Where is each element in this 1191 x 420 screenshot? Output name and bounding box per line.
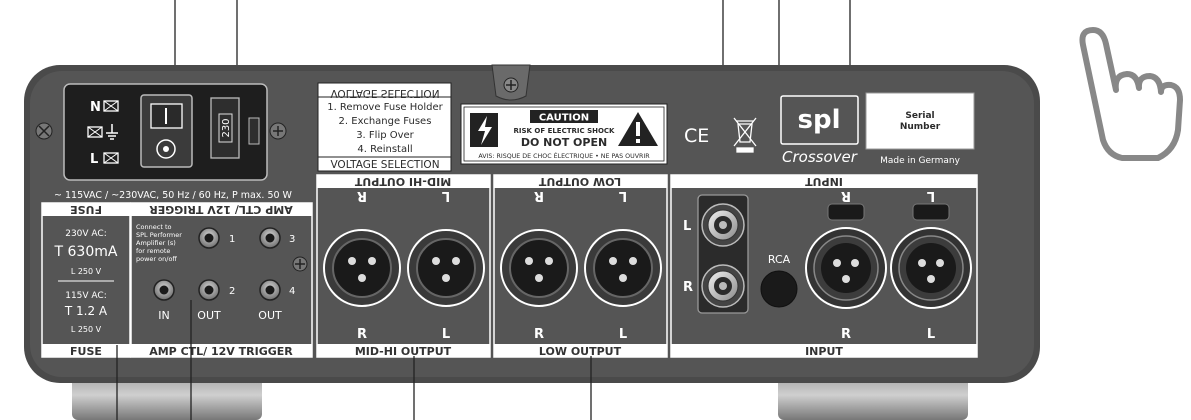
trigger-in-label: IN <box>158 309 169 322</box>
input-header: INPUT <box>805 175 843 188</box>
trigger-jack-4-number: 4 <box>289 286 295 297</box>
fuse-115-rating: T 1.2 A <box>64 304 108 318</box>
trigger-jack-1-number: 1 <box>229 234 235 245</box>
made-in-germany: Made in Germany <box>880 156 960 166</box>
callout-lines-bottom <box>116 300 592 420</box>
trigger-note-2: SPL Performer <box>136 231 182 239</box>
serial-number-plate <box>865 92 975 150</box>
fuse-230-voltage-limit: L 250 V <box>71 267 102 276</box>
rca-l-label: L <box>683 219 691 234</box>
input-section: INPUT L R RCA R L <box>670 174 978 358</box>
fuse-header: FUSE <box>70 203 102 216</box>
input-bottom-r: R <box>841 327 851 342</box>
trigger-out-label-1: OUT <box>197 309 221 322</box>
rca-jack-l[interactable] <box>701 203 745 247</box>
trigger-section: AMP CTL/ 12V TRIGGER Connect to SPL Perf… <box>130 202 313 358</box>
brand-logo: spl <box>798 105 841 135</box>
serial-line1: Serial <box>905 111 934 121</box>
exclamation-warning-icon <box>618 112 658 146</box>
low-footer: LOW OUTPUT <box>539 345 622 358</box>
left-screw-icon <box>35 122 53 140</box>
midhi-top-r: R <box>357 188 367 203</box>
lightning-warning-icon <box>470 113 498 147</box>
low-bottom-r: R <box>534 327 544 342</box>
trigger-jack-2-number: 2 <box>229 286 235 297</box>
trigger-note-4: for remote <box>136 247 170 255</box>
power-inlet-module: N L 230 <box>63 83 268 181</box>
midhi-footer: MID-HI OUTPUT <box>355 345 452 358</box>
low-header: LOW OUTPUT <box>538 175 621 188</box>
caution-title: CAUTION <box>539 113 589 124</box>
trigger-jack-in[interactable] <box>153 279 175 301</box>
trigger-note-3: Amplifier (s) <box>136 239 176 247</box>
trigger-jack-4[interactable] <box>259 279 281 301</box>
caution-line2: DO NOT OPEN <box>521 136 607 149</box>
low-top-r: R <box>534 188 544 203</box>
input-top-r: R <box>841 188 851 203</box>
caution-line1: RISK OF ELECTRIC SHOCK <box>514 127 616 135</box>
trigger-jack-3[interactable] <box>259 227 281 249</box>
caution-line3: AVIS: RISQUE DE CHOC ÉLECTRIQUE • NE PAS… <box>478 151 650 160</box>
rca-switch-label: RCA <box>768 253 791 266</box>
serial-line2: Number <box>900 122 941 132</box>
voltage-step-1: 1. Remove Fuse Holder <box>327 102 443 113</box>
rca-switch-button[interactable] <box>760 270 798 308</box>
trigger-out-label-2: OUT <box>258 309 282 322</box>
fuse-section: FUSE 230V AC: T 630mA L 250 V 115V AC: T… <box>41 202 131 358</box>
trigger-footer: AMP CTL/ 12V TRIGGER <box>149 345 293 358</box>
trigger-jack-1[interactable] <box>198 227 220 249</box>
ce-mark: CE <box>684 125 709 147</box>
low-bottom-l: L <box>619 327 627 342</box>
trigger-jack-3-number: 3 <box>289 234 295 245</box>
low-xlr-l[interactable] <box>584 229 662 307</box>
fuse-115-voltage: 115V AC: <box>65 291 107 301</box>
midhi-xlr-r[interactable] <box>323 229 401 307</box>
input-xlr-r[interactable] <box>805 203 887 309</box>
voltage-selection-title: VOLTAGE SELECTION <box>330 159 439 171</box>
midhi-output-section: MID-HI OUTPUT R L R L MID-HI OUTPUT <box>316 174 491 358</box>
power-rating: ~ 115VAC / ~230VAC, 50 Hz / 60 Hz, P max… <box>54 190 293 201</box>
trigger-note-5: power on/off <box>136 255 177 263</box>
fuse-holder-value: 230 <box>221 118 232 137</box>
power-right-screw-icon <box>269 122 287 140</box>
pointing-hand-icon <box>1079 27 1183 161</box>
product-name: Crossover <box>782 148 858 166</box>
input-top-l: L <box>927 188 935 203</box>
fuse-230-rating: T 630mA <box>54 244 118 260</box>
power-n-label: N <box>90 100 101 115</box>
midhi-xlr-l[interactable] <box>407 229 485 307</box>
voltage-selection-label: VOLTAGE SELECTION 1. Remove Fuse Holder … <box>317 82 452 172</box>
input-xlr-l[interactable] <box>890 203 972 309</box>
voltage-step-3: 3. Flip Over <box>356 130 414 141</box>
voltage-selection-title-mirrored: VOLTAGE SELECTION <box>330 87 439 99</box>
fuse-footer: FUSE <box>70 345 102 358</box>
voltage-step-2: 2. Exchange Fuses <box>339 116 432 127</box>
input-footer: INPUT <box>805 345 843 358</box>
rca-jack-r[interactable] <box>701 264 745 308</box>
midhi-top-l: L <box>442 188 450 203</box>
fuse-115-voltage-limit: L 250 V <box>71 325 102 334</box>
caution-label: CAUTION RISK OF ELECTRIC SHOCK DO NOT OP… <box>460 103 668 165</box>
spl-logo: spl <box>780 95 859 145</box>
low-xlr-r[interactable] <box>500 229 578 307</box>
trigger-header: AMP CTL/ 12V TRIGGER <box>149 203 293 216</box>
voltage-step-4: 4. Reinstall <box>357 144 412 155</box>
trigger-screw-icon <box>292 256 308 272</box>
rca-r-label: R <box>683 280 693 295</box>
low-output-section: LOW OUTPUT R L R L LOW OUTPUT <box>493 174 668 358</box>
ground-icon <box>106 124 118 140</box>
trigger-note-1: Connect to <box>136 223 171 231</box>
midhi-header: MID-HI OUTPUT <box>354 175 451 188</box>
midhi-bottom-r: R <box>357 327 367 342</box>
fuse-holder[interactable] <box>210 97 240 159</box>
fuse-230-voltage: 230V AC: <box>65 229 107 239</box>
midhi-bottom-l: L <box>442 327 450 342</box>
trigger-jack-2[interactable] <box>198 279 220 301</box>
power-l-label: L <box>90 152 98 167</box>
input-bottom-l: L <box>927 327 935 342</box>
low-top-l: L <box>619 188 627 203</box>
weee-bin-icon <box>733 117 757 153</box>
